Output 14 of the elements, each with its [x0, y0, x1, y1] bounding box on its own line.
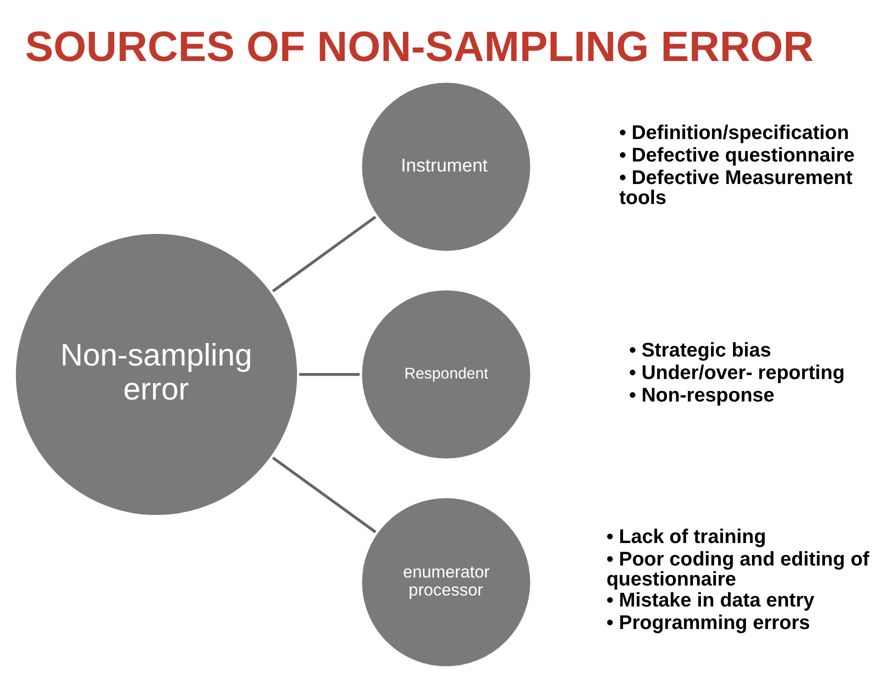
node-label: • Programming errors — [606, 612, 810, 634]
node-label: • Defective questionnaire — [619, 144, 855, 166]
connector — [299, 372, 360, 376]
node-label: • Defective Measurement tools — [619, 166, 852, 208]
node-label: • Non-response — [629, 384, 774, 406]
node-label: • Definition/specification — [619, 121, 850, 144]
diagram-title: SOURCES OF NON-SAMPLING ERROR — [25, 22, 814, 70]
connector — [272, 215, 376, 292]
node-label: • Poor coding and editing of questionnaire — [606, 548, 870, 590]
node-label: • Mistake in data entry — [606, 588, 814, 611]
node-label: • Lack of training — [606, 525, 766, 548]
node-label: • Under/over- reporting — [629, 361, 845, 384]
connector — [272, 456, 376, 533]
node-label: • Strategic bias — [629, 338, 772, 361]
